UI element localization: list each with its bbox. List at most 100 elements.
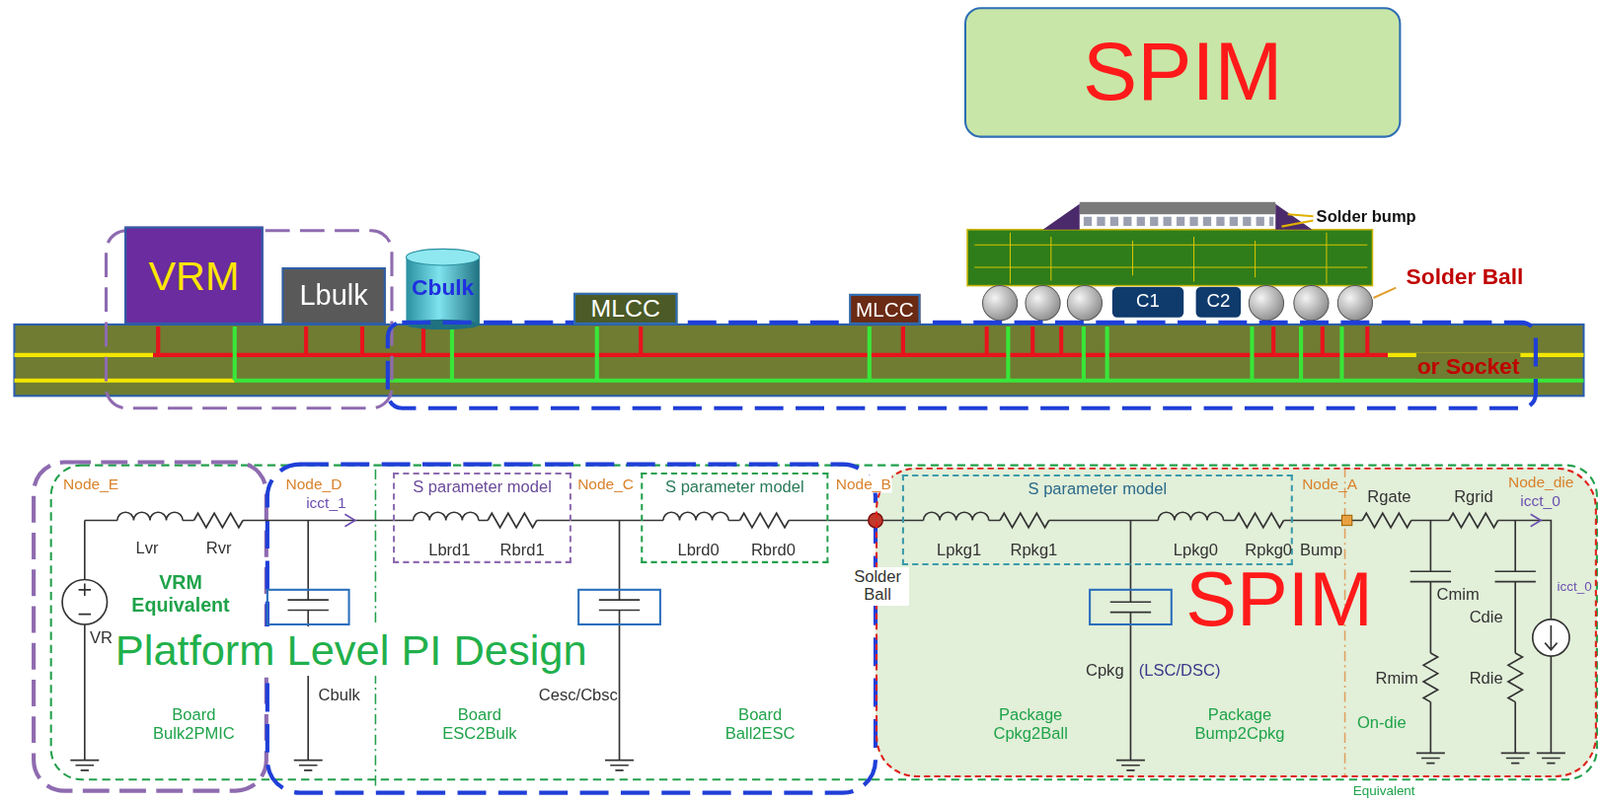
region-outline xyxy=(33,230,1598,794)
component-label: Lbrd1 xyxy=(428,540,470,560)
component-label: Rgrid xyxy=(1453,487,1494,507)
node-name: Node_B xyxy=(835,475,893,494)
node-text: SPIM xyxy=(1185,561,1373,639)
s-parameter-box: S parameter model xyxy=(640,472,829,564)
inductor-symbol xyxy=(117,512,183,521)
source-symbol xyxy=(1544,625,1557,651)
resistor-symbol xyxy=(1234,513,1285,528)
inductor-symbol xyxy=(663,512,729,521)
resistor-symbol xyxy=(1423,653,1438,703)
node-text: Cbulk xyxy=(411,275,474,301)
node-text: C2 xyxy=(1206,292,1230,312)
package-illustration xyxy=(1066,286,1102,321)
section-label: Package Cpkg2Ball xyxy=(979,706,1081,745)
resistor-symbol xyxy=(193,513,243,528)
component-label: Solder Ball xyxy=(846,567,909,606)
resistor-symbol xyxy=(1362,513,1412,528)
section-label: Package Bump2Cpkg xyxy=(1188,706,1291,745)
node-text: MLCC xyxy=(855,298,915,321)
circuit-wire xyxy=(1110,520,1151,761)
spim-box: SPIM xyxy=(964,6,1401,138)
inductor-symbol xyxy=(413,512,479,521)
ground-symbol xyxy=(70,753,1566,771)
node-name: Node_A xyxy=(1301,475,1358,494)
package-illustration xyxy=(967,229,1372,287)
source-symbol xyxy=(62,579,107,625)
component-label: Bump xyxy=(1299,540,1343,560)
capacitor-highlight xyxy=(1089,590,1172,625)
pcb-board xyxy=(13,324,1584,396)
ground-symbol xyxy=(1416,753,1446,763)
capacitor-highlight xyxy=(267,590,350,625)
pcb-board xyxy=(234,326,1585,381)
bulk-inductor: Lbulk xyxy=(281,267,385,325)
component-label: Cpkg xyxy=(1085,661,1125,681)
package-illustration xyxy=(1043,204,1080,230)
component-label: Lbrd0 xyxy=(677,540,719,560)
watermark-title: Platform Level PI Design xyxy=(114,626,589,677)
region-outline xyxy=(51,465,1598,781)
component-label: Rmim xyxy=(1375,670,1419,689)
component-label: Rvr xyxy=(206,538,232,558)
node-text: S parameter model xyxy=(1028,479,1168,498)
pcb-board xyxy=(152,326,1388,356)
circuit-wire xyxy=(1495,520,1536,754)
bulk-capacitor-cylinder xyxy=(405,248,479,330)
node-name: Node_die xyxy=(1508,473,1574,492)
resistor-symbol xyxy=(999,513,1050,528)
resistor-symbol xyxy=(740,513,790,528)
current-name: icct_0 xyxy=(1520,492,1561,511)
section-label: Equivalent xyxy=(1353,783,1416,799)
source-symbol xyxy=(1530,514,1541,527)
package-illustration xyxy=(1079,202,1276,215)
section-label: VRM Equivalent xyxy=(124,571,237,616)
package-illustration xyxy=(1275,204,1312,230)
source-symbol xyxy=(1532,619,1570,657)
callout-label: or Socket xyxy=(1416,353,1522,380)
circuit-wire xyxy=(84,520,1552,761)
component-label: VR xyxy=(89,628,113,648)
node-text: C1 xyxy=(1136,292,1160,312)
callout-label: Solder bump xyxy=(1316,208,1417,228)
node-name: Node_E xyxy=(63,475,119,494)
node-name: Node_C xyxy=(577,475,634,494)
circuit-wire xyxy=(83,520,86,761)
inductor-symbol xyxy=(117,512,1224,521)
component-label: Lpkg1 xyxy=(936,540,982,560)
component-label: Lvr xyxy=(135,538,158,558)
node-text: Lbulk xyxy=(299,280,368,312)
node-text: S parameter model xyxy=(412,477,552,496)
package-illustration xyxy=(1294,286,1329,321)
region-outline xyxy=(387,322,1536,409)
inductor-symbol xyxy=(923,512,990,521)
ground-symbol xyxy=(70,761,99,771)
current-name: icct_0 xyxy=(1557,579,1593,595)
mlcc-capacitor: MLCC xyxy=(848,294,920,325)
node-text: VRM xyxy=(148,253,239,300)
source-symbol xyxy=(78,584,91,615)
resistor-symbol xyxy=(1508,653,1523,703)
package-illustration xyxy=(1372,288,1396,299)
package-illustration xyxy=(983,286,1018,321)
s-parameter-box: S parameter model xyxy=(392,472,572,564)
node-text: SPIM xyxy=(1082,27,1283,118)
ground-symbol xyxy=(1536,753,1566,763)
package-illustration xyxy=(1337,286,1372,321)
capacitor-highlight xyxy=(578,590,661,625)
component-label: Lpkg0 xyxy=(1173,540,1219,560)
section-label: On-die xyxy=(1357,714,1407,734)
package-capacitor: C1 xyxy=(1112,287,1184,318)
package-capacitor: C2 xyxy=(1196,287,1241,318)
source-symbol xyxy=(1341,515,1352,526)
pcb-board xyxy=(13,324,1584,396)
component-label: Rpkg1 xyxy=(1009,540,1058,560)
component-label: Cbulk xyxy=(318,685,361,705)
component-label: Rbrd0 xyxy=(751,540,796,560)
vrm-module: VRM xyxy=(124,227,264,325)
component-label: Cesc/Cbsc xyxy=(538,685,618,705)
circuit-wire xyxy=(1410,520,1451,754)
node-text: S parameter model xyxy=(665,477,805,496)
ground-symbol xyxy=(1501,753,1530,763)
component-label: (LSC/DSC) xyxy=(1139,661,1221,681)
circuit-wire xyxy=(84,520,1552,754)
